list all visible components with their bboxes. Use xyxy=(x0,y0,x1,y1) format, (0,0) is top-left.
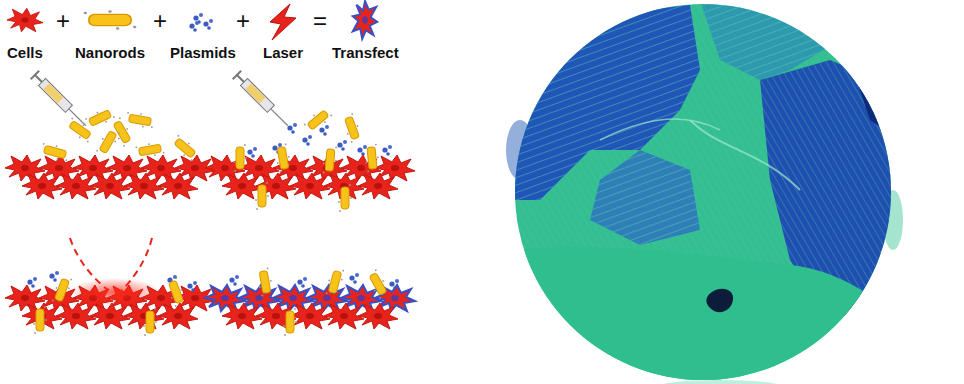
icon-label: Nanorods xyxy=(75,45,145,62)
icon-label: Plasmids xyxy=(170,45,236,62)
icon-label: Transfect xyxy=(332,45,399,62)
operator-symbol: + xyxy=(236,8,250,34)
operator-symbol: + xyxy=(56,8,70,34)
operator-symbol: = xyxy=(313,8,327,34)
operator-symbol: + xyxy=(153,8,167,34)
icon-label: Cells xyxy=(7,45,43,62)
icon-label: Laser xyxy=(263,45,303,62)
micrograph xyxy=(506,0,903,384)
